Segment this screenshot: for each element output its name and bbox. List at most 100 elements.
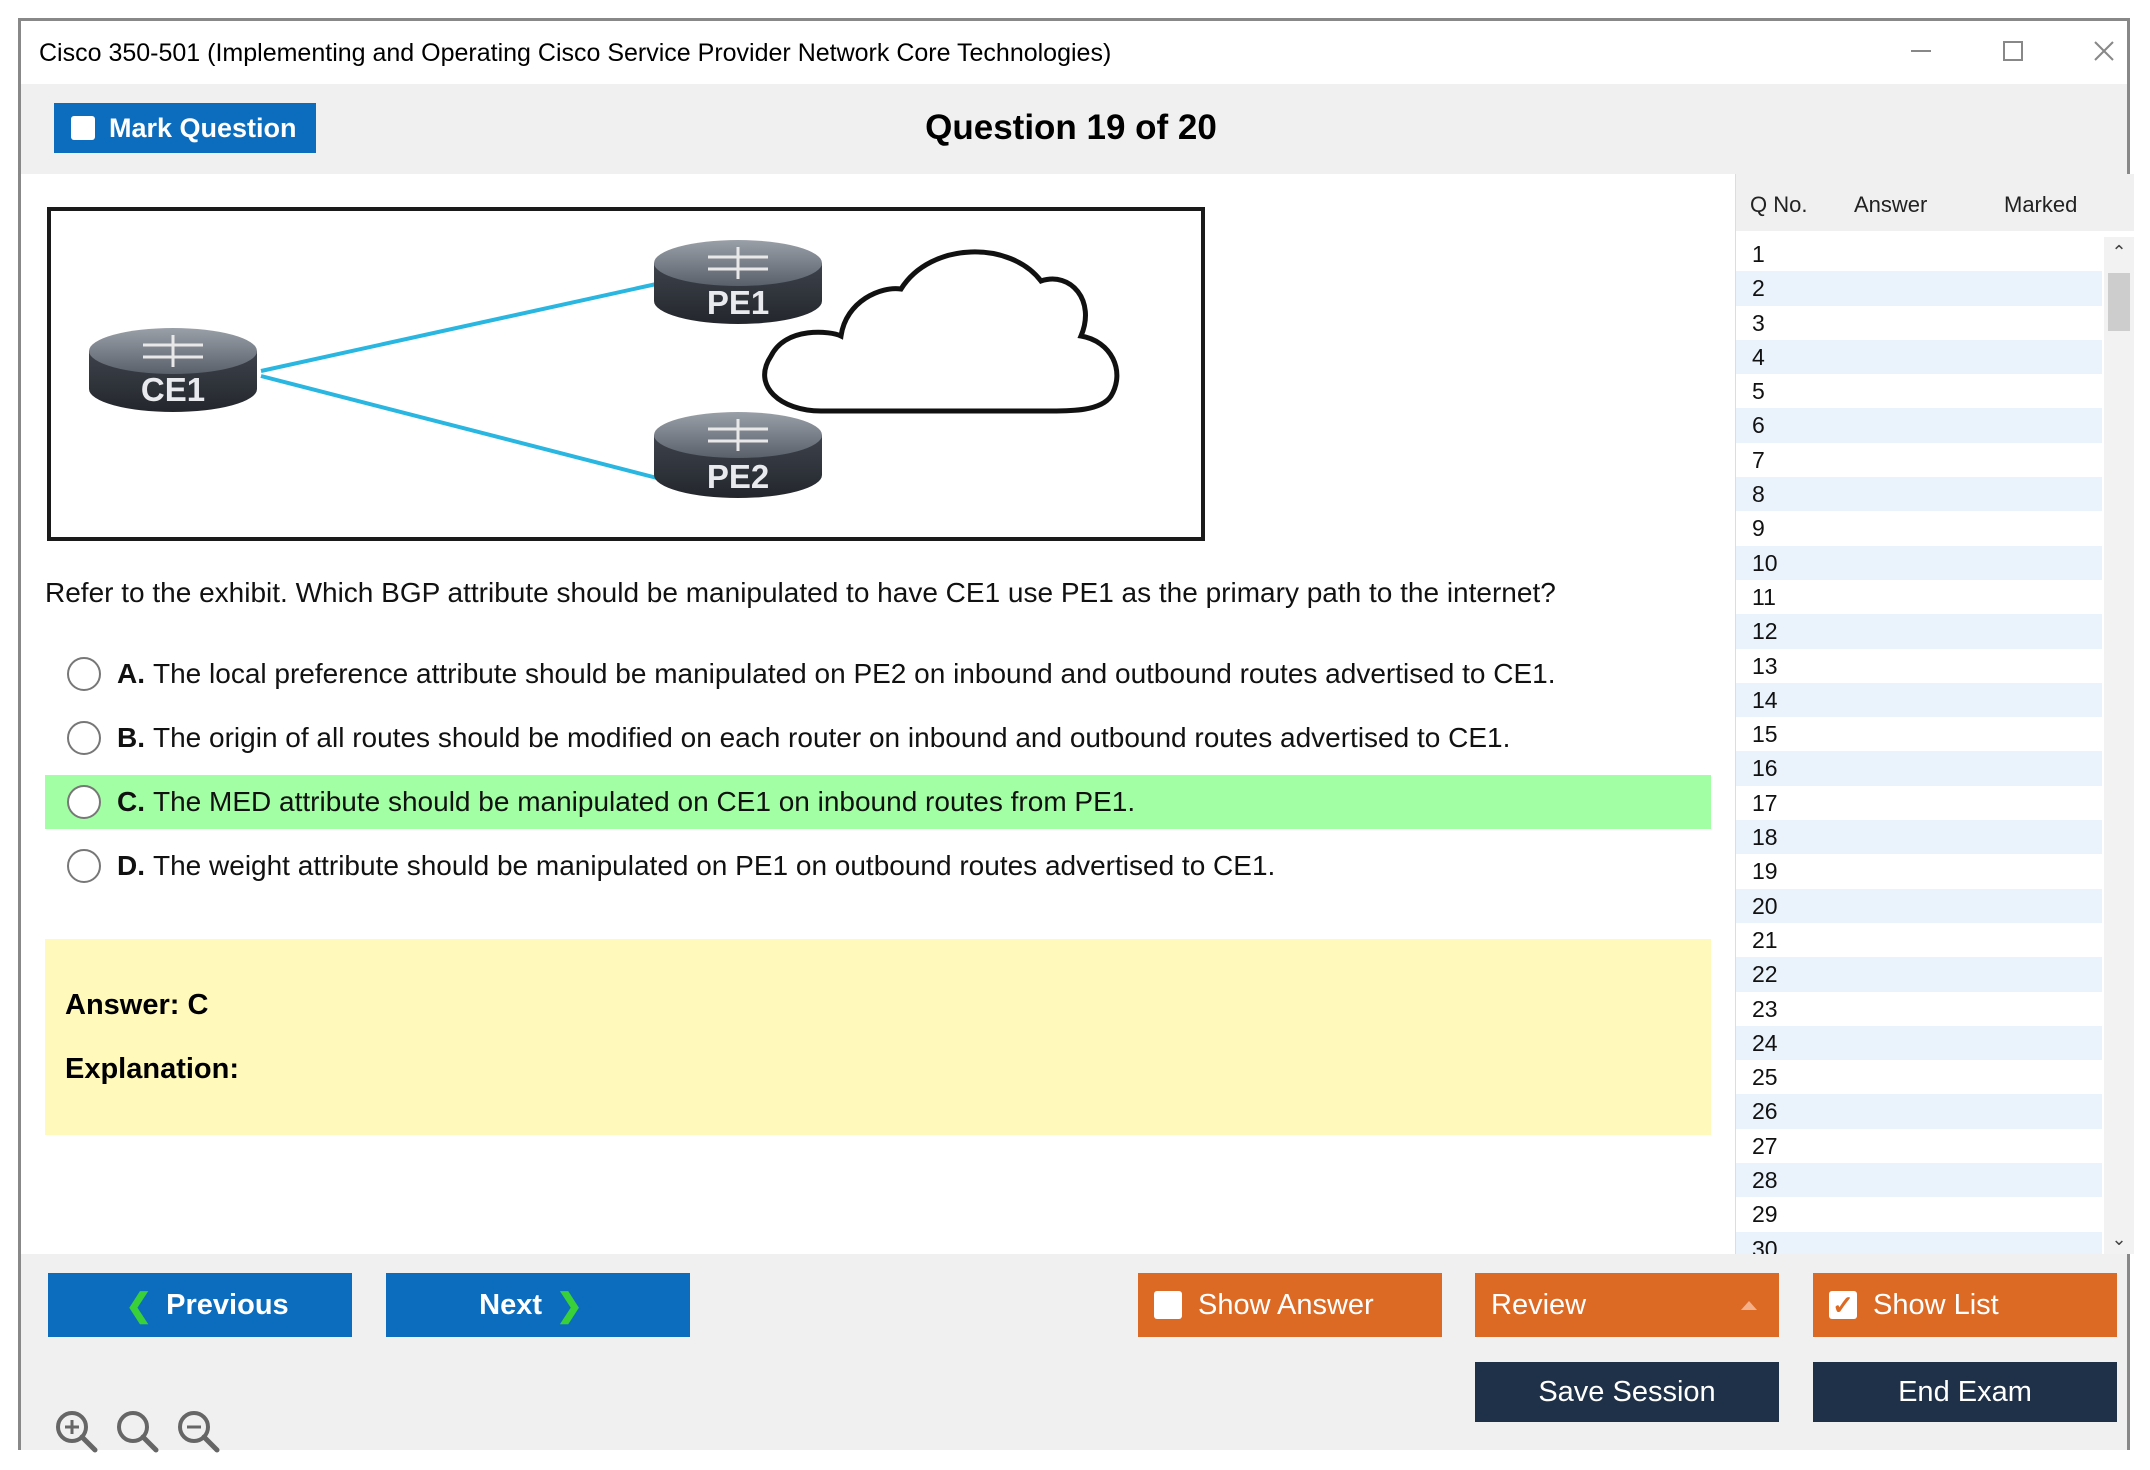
scroll-down-icon[interactable]: ⌄ <box>2111 1228 2127 1249</box>
review-dropdown[interactable]: Review <box>1475 1273 1779 1337</box>
show-answer-label: Show Answer <box>1198 1288 1374 1321</box>
question-list-row[interactable]: 27 <box>1736 1129 2102 1163</box>
question-list-row[interactable]: 10 <box>1736 545 2102 580</box>
save-session-button[interactable]: Save Session <box>1475 1362 1779 1422</box>
question-list-row[interactable]: 28 <box>1736 1163 2102 1198</box>
router-label: CE1 <box>141 371 205 408</box>
radio-button[interactable] <box>67 849 101 883</box>
title-bar: Cisco 350-501 (Implementing and Operatin… <box>21 21 2127 84</box>
question-number: 6 <box>1752 412 1765 439</box>
question-number: 7 <box>1752 446 1765 473</box>
question-list-row[interactable]: 24 <box>1736 1025 2102 1061</box>
question-list-scrollbar[interactable]: ⌃ ⌄ <box>2104 237 2134 1254</box>
next-button[interactable]: Next ❯ <box>386 1273 690 1337</box>
option-letter: B. <box>117 722 145 753</box>
show-list-button[interactable]: ✓ Show List <box>1813 1273 2117 1337</box>
question-list-row[interactable]: 17 <box>1736 786 2102 820</box>
previous-label: Previous <box>166 1288 289 1321</box>
question-number: 5 <box>1752 378 1765 405</box>
question-list-row[interactable]: 8 <box>1736 477 2102 512</box>
question-list-row[interactable]: 19 <box>1736 854 2102 888</box>
question-counter: Question 19 of 20 <box>925 108 1217 147</box>
question-list-row[interactable]: 6 <box>1736 408 2102 443</box>
show-answer-button[interactable]: Show Answer <box>1138 1273 1442 1337</box>
answer-option-c[interactable]: C. The MED attribute should be manipulat… <box>45 775 1711 829</box>
question-number: 15 <box>1752 721 1778 748</box>
question-list-row[interactable]: 18 <box>1736 820 2102 855</box>
question-list-row[interactable]: 9 <box>1736 511 2102 545</box>
question-number: 4 <box>1752 343 1765 370</box>
question-list-row[interactable]: 14 <box>1736 682 2102 718</box>
chevron-right-icon: ❯ <box>556 1287 583 1323</box>
scroll-up-icon[interactable]: ⌃ <box>2111 241 2127 262</box>
question-list-row[interactable]: 5 <box>1736 374 2102 408</box>
option-letter: A. <box>117 658 145 689</box>
minimize-button[interactable] <box>1891 29 1951 73</box>
maximize-button[interactable] <box>1983 29 2043 73</box>
question-number: 16 <box>1752 755 1778 782</box>
answer-panel: Answer: C Explanation: <box>45 939 1711 1135</box>
app-window: Cisco 350-501 (Implementing and Operatin… <box>18 18 2134 1453</box>
exhibit-image: CE1 PE1 PE2 <box>47 207 1205 541</box>
dropdown-arrow-icon <box>1741 1301 1757 1310</box>
question-list-row[interactable]: 4 <box>1736 339 2102 375</box>
answer-option-a[interactable]: A. The local preference attribute should… <box>45 647 1711 701</box>
answer-option-b[interactable]: B. The origin of all routes should be mo… <box>45 711 1711 765</box>
previous-button[interactable]: ❮ Previous <box>48 1273 352 1337</box>
mark-question-button[interactable]: Mark Question <box>54 103 316 153</box>
question-list-row[interactable]: 11 <box>1736 580 2102 614</box>
question-list-row[interactable]: 20 <box>1736 888 2102 923</box>
radio-button[interactable] <box>67 721 101 755</box>
next-label: Next <box>479 1288 543 1321</box>
minimize-icon <box>1911 50 1931 52</box>
question-list-row[interactable]: 3 <box>1736 306 2102 340</box>
question-list-row[interactable]: 23 <box>1736 992 2102 1026</box>
option-text: The local preference attribute should be… <box>153 658 1556 689</box>
question-list-row[interactable]: 7 <box>1736 443 2102 477</box>
answer-option-d[interactable]: D. The weight attribute should be manipu… <box>45 839 1711 893</box>
footer-toolbar: ❮ Previous Next ❯ Show Answer Review ✓ S… <box>21 1254 2127 1453</box>
option-text: The origin of all routes should be modif… <box>153 722 1511 753</box>
option-text: The MED attribute should be manipulated … <box>153 786 1136 817</box>
checkbox-checked-icon: ✓ <box>1829 1290 1857 1320</box>
router-pe1: PE1 <box>654 240 822 324</box>
question-number: 3 <box>1752 309 1765 336</box>
zoom-reset-icon[interactable] <box>114 1408 160 1454</box>
question-list-row[interactable]: 29 <box>1736 1197 2102 1231</box>
mark-question-label: Mark Question <box>109 112 297 143</box>
question-list-row[interactable]: 26 <box>1736 1094 2102 1129</box>
question-list-row[interactable]: 22 <box>1736 957 2102 992</box>
column-marked[interactable]: Marked <box>2004 192 2078 217</box>
scroll-thumb[interactable] <box>2108 273 2130 331</box>
question-list-row[interactable]: 15 <box>1736 717 2102 751</box>
question-number: 11 <box>1752 583 1776 610</box>
question-number: 12 <box>1752 618 1778 645</box>
column-answer[interactable]: Answer <box>1854 192 1928 217</box>
maximize-icon <box>2003 41 2023 61</box>
review-label: Review <box>1491 1288 1587 1321</box>
question-list-row[interactable]: 1 <box>1736 237 2102 271</box>
question-list-row[interactable]: 21 <box>1736 923 2102 957</box>
radio-button[interactable] <box>67 657 101 691</box>
question-number: 18 <box>1752 824 1778 851</box>
question-list-row[interactable]: 25 <box>1736 1060 2102 1094</box>
internet-cloud <box>762 249 1120 414</box>
zoom-in-icon[interactable] <box>53 1408 99 1454</box>
radio-button[interactable] <box>67 785 101 819</box>
question-list-row[interactable]: 13 <box>1736 649 2102 683</box>
router-ce1: CE1 <box>89 328 257 412</box>
zoom-out-icon[interactable] <box>175 1408 221 1454</box>
network-diagram: CE1 PE1 PE2 <box>89 240 1120 498</box>
question-list-header: Q No. Answer Marked <box>1736 174 2134 231</box>
close-button[interactable] <box>2074 29 2134 73</box>
question-list-row[interactable]: 12 <box>1736 614 2102 649</box>
question-list-row[interactable]: 16 <box>1736 751 2102 786</box>
close-icon <box>2094 41 2114 61</box>
question-number: 13 <box>1752 652 1778 679</box>
column-qno[interactable]: Q No. <box>1750 192 1808 217</box>
end-exam-button[interactable]: End Exam <box>1813 1362 2117 1422</box>
question-number: 27 <box>1752 1132 1778 1159</box>
end-exam-label: End Exam <box>1898 1375 2032 1408</box>
question-list-row[interactable]: 2 <box>1736 271 2102 306</box>
